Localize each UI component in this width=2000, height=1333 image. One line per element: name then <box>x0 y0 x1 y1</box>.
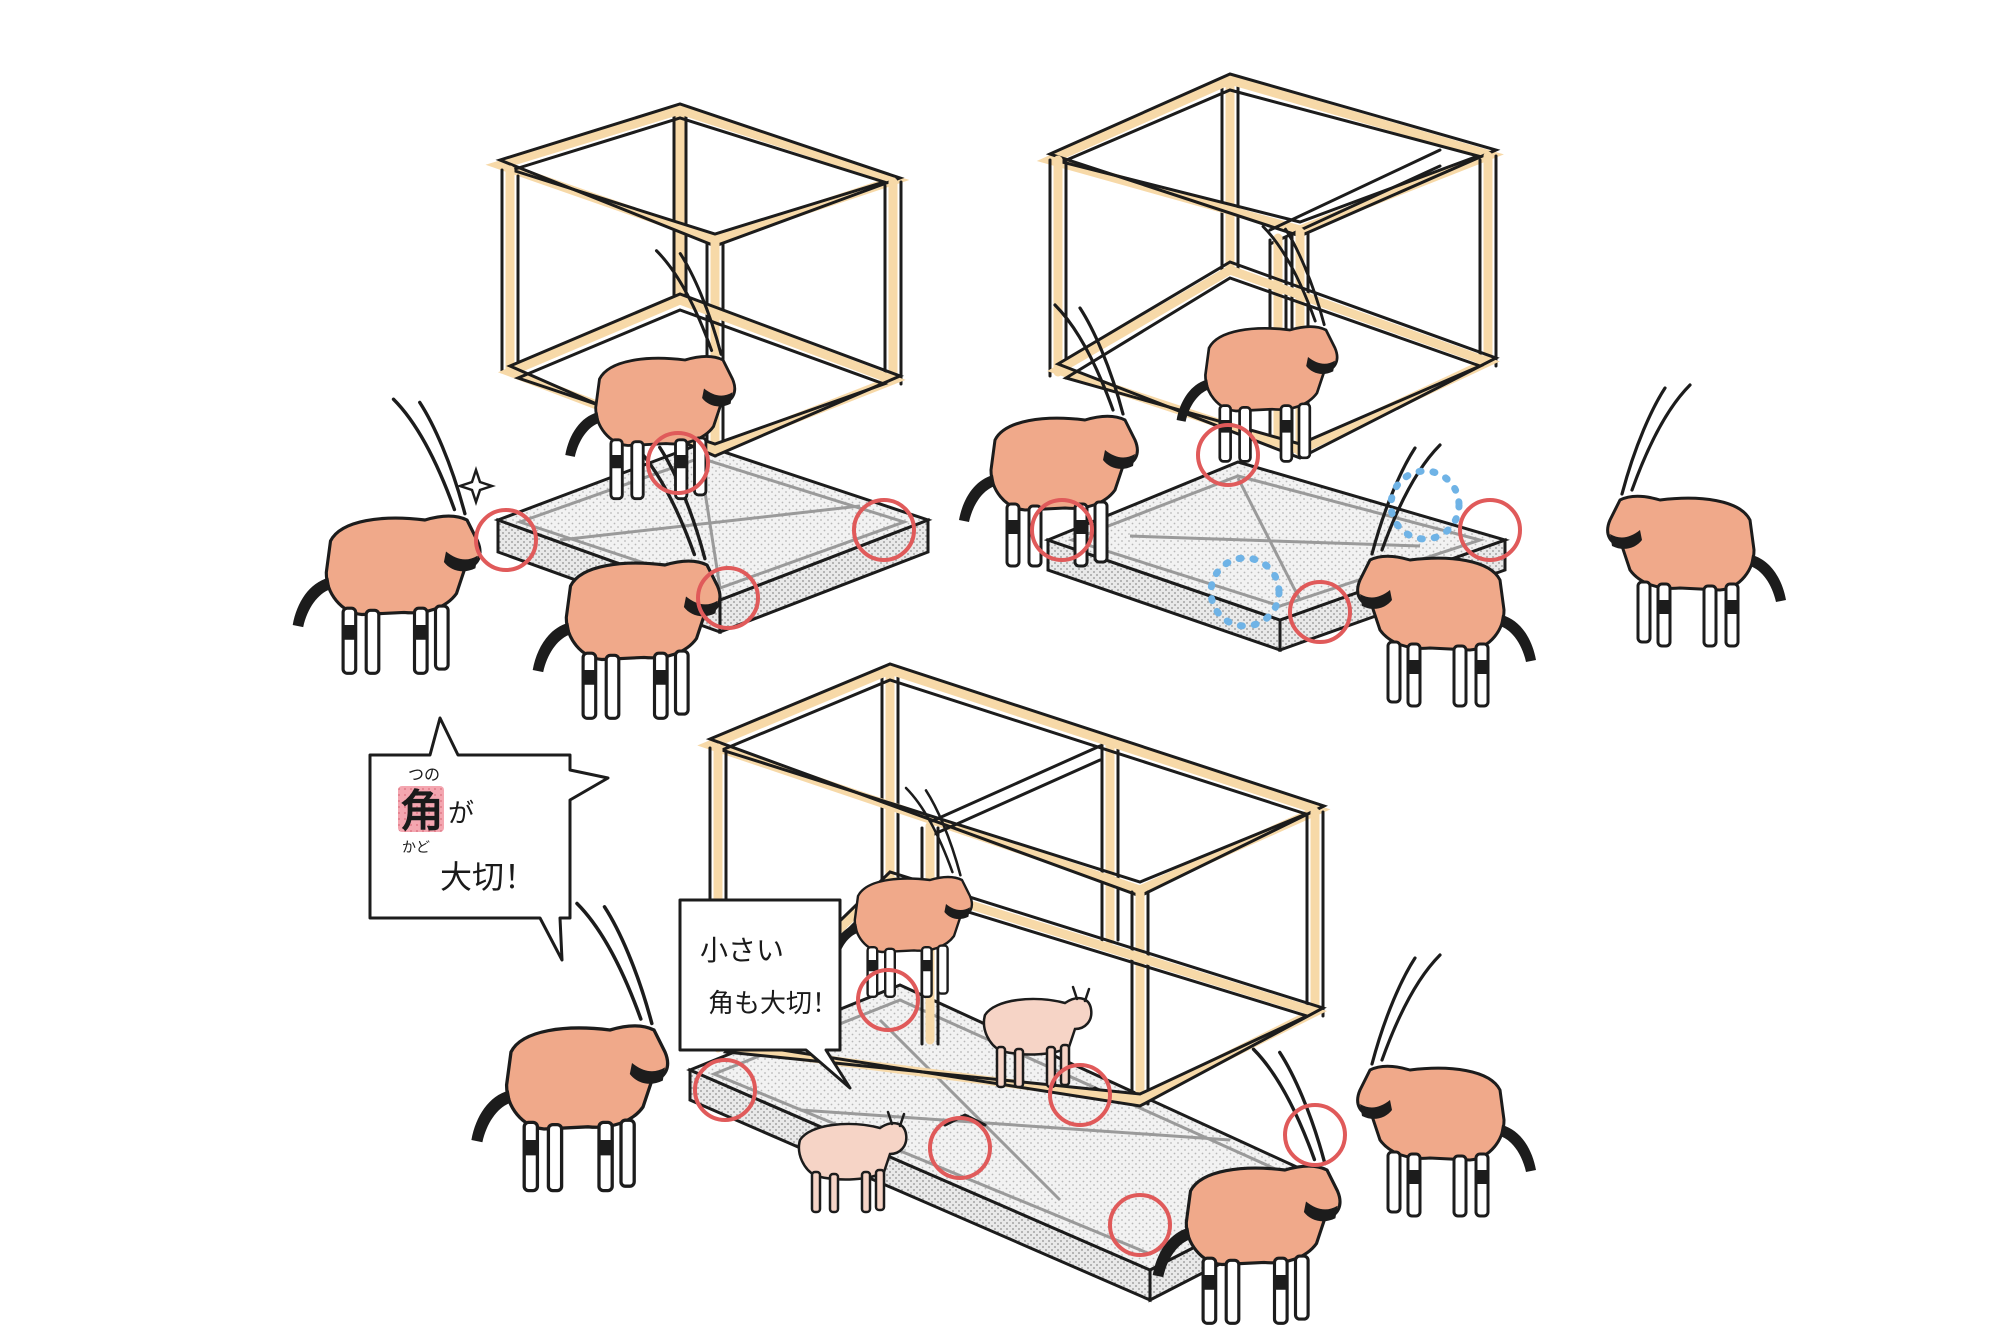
sparkle-icon <box>456 466 496 506</box>
speech-bubble-main: つの 角 が かど 大切！ <box>368 716 610 962</box>
corner-circle <box>1196 423 1260 487</box>
corner-markers <box>474 423 1522 1257</box>
ruby-kado: かど <box>402 840 430 856</box>
ruby-tsuno: つの <box>408 765 440 784</box>
corner-circle <box>1048 1063 1112 1127</box>
oryx-12 <box>827 786 974 999</box>
kanji-kado: 角 <box>400 786 444 837</box>
corner-circle <box>696 566 760 630</box>
oryx-1 <box>291 397 482 675</box>
corner-circle <box>852 498 916 562</box>
notch-1 <box>943 1113 987 1127</box>
speech-bubble-small: 小さい 角も大切！ <box>678 898 852 1090</box>
gap-circle <box>1207 554 1283 630</box>
corner-circle <box>693 1058 757 1122</box>
oryx-9 <box>469 901 670 1193</box>
corner-circle <box>856 968 920 1032</box>
oryx-10 <box>1356 953 1538 1218</box>
oryx-6 <box>1175 225 1339 463</box>
kanji-highlight <box>398 786 444 832</box>
oryx-7 <box>1606 383 1788 648</box>
corner-circle <box>1030 498 1094 562</box>
corner-circle <box>1458 498 1522 562</box>
corner-circle <box>646 431 710 495</box>
corner-circle <box>928 1116 992 1180</box>
corner-circle <box>1288 580 1352 644</box>
oryx-8 <box>1356 443 1538 708</box>
corner-circle <box>1283 1103 1347 1167</box>
corner-circle <box>1108 1193 1172 1257</box>
particle-ga: が <box>448 799 474 829</box>
bubble-main-line2: 大切！ <box>440 858 536 896</box>
gap-circle <box>1387 467 1463 543</box>
bubble-small-line1: 小さい <box>700 934 784 967</box>
bubble-small-line2: 角も大切！ <box>708 989 838 1019</box>
corner-circle <box>474 508 538 572</box>
